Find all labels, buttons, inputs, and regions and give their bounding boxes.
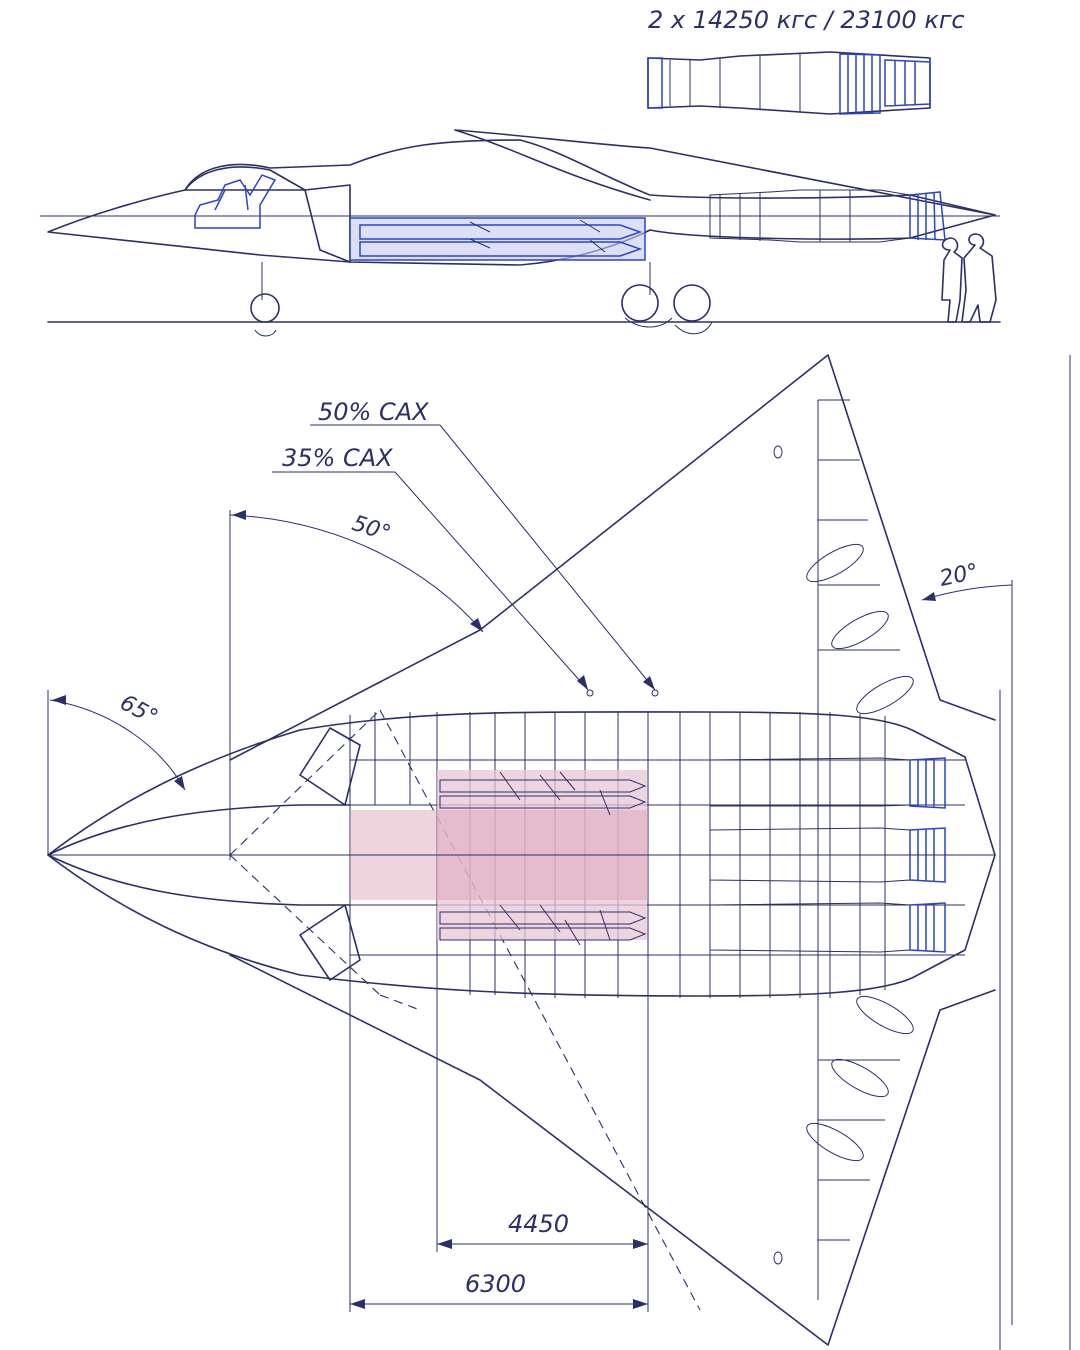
bay-6300-label: 6300 [465,1270,526,1298]
bay-4450-dimension [436,955,649,1312]
mac-50-leader [310,424,659,697]
upper-intake [299,727,361,806]
human-scale-figure-icon [941,233,997,323]
mac-35-leader [272,471,594,697]
side-dorsal-spine [454,129,996,216]
lerx-65-label: 65° [116,690,162,730]
engine-illustration-icon [647,51,931,115]
mac-35-label: 35% CAX [282,444,393,472]
side-canopy [184,166,306,191]
trailing-20-dimension [921,580,1013,1325]
sweep-50-dimension [229,510,484,860]
side-view: 2 x 14250 кгс / 23100 кгс [40,6,1001,337]
trailing-20-label: 20° [937,559,980,592]
upper-wing-outline [229,354,996,761]
bay-4450-label: 4450 [508,1210,569,1238]
bay-6300-dimension [349,995,648,1312]
mac-50-label: 50% CAX [318,398,429,426]
nose-chine-lines [47,804,351,906]
plan-missiles-icon [439,771,647,946]
wing-control-surfaces [773,399,914,1300]
lerx-65-dimension [47,690,186,855]
side-fuselage-outline [47,139,996,266]
ejection-seat-icon [194,174,277,229]
side-intake [304,184,351,263]
engine-thrust-label: 2 x 14250 кгс / 23100 кгс [648,6,965,34]
side-weapons-bay-outline [349,217,646,261]
side-missile-icon [359,219,643,257]
main-gear-icon [621,262,713,335]
plan-view: 50% CAX 35% CAX 50° 65° [47,354,1080,1350]
lower-wing-outline [229,954,996,1346]
nose-gear-icon [250,262,280,337]
lower-intake [299,904,361,981]
sweep-50-label: 50° [349,511,394,547]
